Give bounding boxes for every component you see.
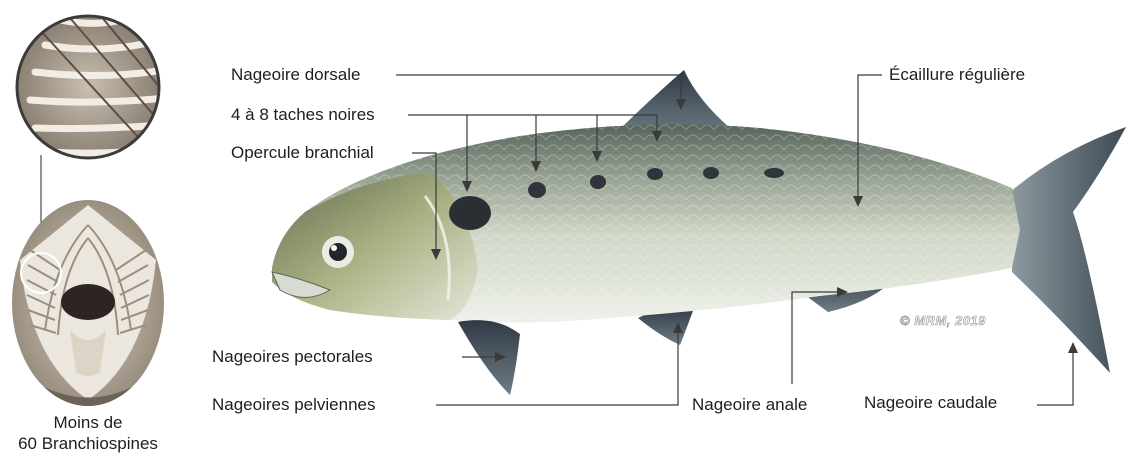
inset-caption-line1: Moins de (0, 412, 176, 433)
caudal-fin (1010, 127, 1126, 373)
gill-raker-zoom-circle (17, 10, 165, 158)
label-operculum: Opercule branchial (231, 143, 374, 163)
label-caudal-fin: Nageoire caudale (864, 393, 997, 413)
label-dorsal-fin: Nageoire dorsale (231, 65, 360, 85)
leader-caudal (1037, 352, 1073, 405)
fish-illustration (272, 70, 1126, 395)
gill-photo (12, 200, 164, 410)
copyright-watermark: © MRM, 2019 (900, 313, 986, 328)
label-regular-scales: Écaillure régulière (889, 65, 1025, 85)
leader-dorsal (396, 75, 681, 100)
label-black-spots: 4 à 8 taches noires (231, 105, 375, 125)
label-pectoral-fins: Nageoires pectorales (212, 347, 373, 367)
label-anal-fin: Nageoire anale (692, 395, 807, 415)
label-pelvic-fins: Nageoires pelviennes (212, 395, 376, 415)
inset-caption-line2: 60 Branchiospines (0, 433, 176, 454)
shoulder-spot (449, 196, 491, 230)
inset-caption: Moins de 60 Branchiospines (0, 412, 176, 454)
